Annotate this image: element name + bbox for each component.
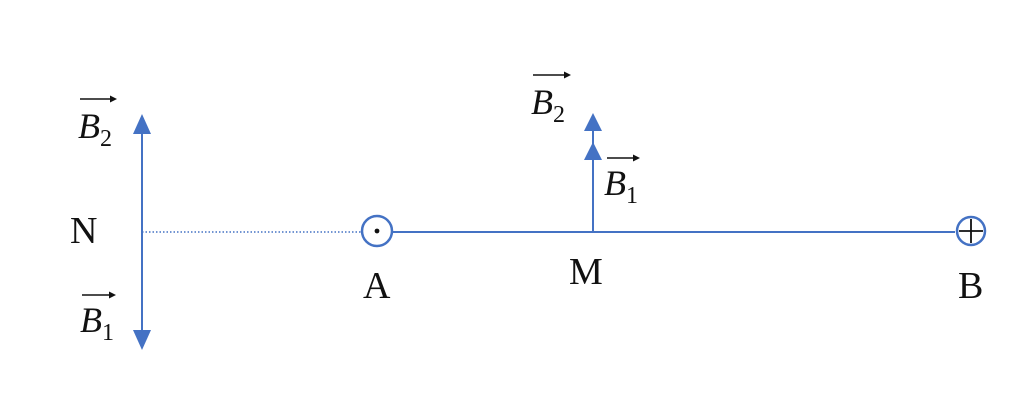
vector-subscript: 1	[102, 320, 114, 346]
wire-a-dot	[374, 228, 380, 234]
vector-letter: B	[604, 163, 626, 203]
vector-label-n-b1: B 1	[80, 291, 116, 346]
vector-label-m-b2: B 2	[531, 71, 571, 128]
m-b2-arrowhead	[584, 113, 602, 131]
point-label-b: B	[958, 265, 983, 307]
vector-letter: B	[78, 106, 100, 146]
vector-bar-tip	[109, 291, 116, 299]
point-label-n: N	[70, 210, 97, 252]
vector-subscript: 1	[626, 183, 638, 209]
vector-bar-tip	[564, 71, 571, 79]
vector-letter: B	[80, 300, 102, 340]
point-label-m: M	[569, 251, 603, 293]
vector-bar-tip	[110, 95, 117, 103]
m-b1-arrowhead	[584, 142, 602, 160]
vector-subscript: 2	[100, 126, 112, 152]
vector-label-m-b1: B 1	[604, 154, 640, 209]
n-b1-arrowhead	[133, 330, 151, 350]
point-label-a: A	[363, 265, 391, 307]
n-b2-arrowhead	[133, 114, 151, 134]
vector-bar-tip	[633, 154, 640, 162]
vector-subscript: 2	[553, 102, 565, 128]
vector-letter: B	[531, 82, 553, 122]
vector-label-n-b2: B 2	[78, 95, 117, 152]
